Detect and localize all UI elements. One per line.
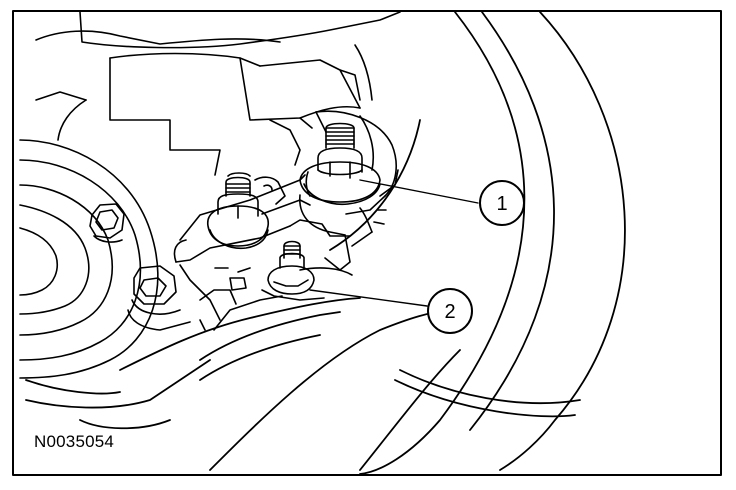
leader-line-2 (309, 289, 428, 307)
callout-2-label: 2 (444, 301, 455, 323)
terminal-heat-shield (299, 110, 398, 236)
callout-1-circle (479, 180, 525, 226)
s-terminal-nut (261, 240, 325, 301)
figure-border (12, 10, 722, 476)
hex-bolt-lower-left (127, 265, 191, 331)
callout-1 (479, 180, 525, 226)
circular-flange (19, 139, 159, 379)
engine-block-outline (35, 11, 401, 176)
battery-terminal-nut (299, 122, 381, 206)
callout-1-label: 1 (496, 193, 507, 215)
lower-housing-cover (25, 297, 461, 471)
figure-id-label: N0035054 (34, 432, 115, 451)
flywheel-housing (329, 11, 626, 475)
callout-leaders (309, 179, 479, 307)
leader-line-1 (359, 179, 479, 204)
callout-2-circle (427, 288, 473, 334)
hex-bolt-upper-left (89, 203, 125, 243)
callout-2 (427, 288, 473, 334)
solenoid-stud-middle (207, 172, 269, 250)
